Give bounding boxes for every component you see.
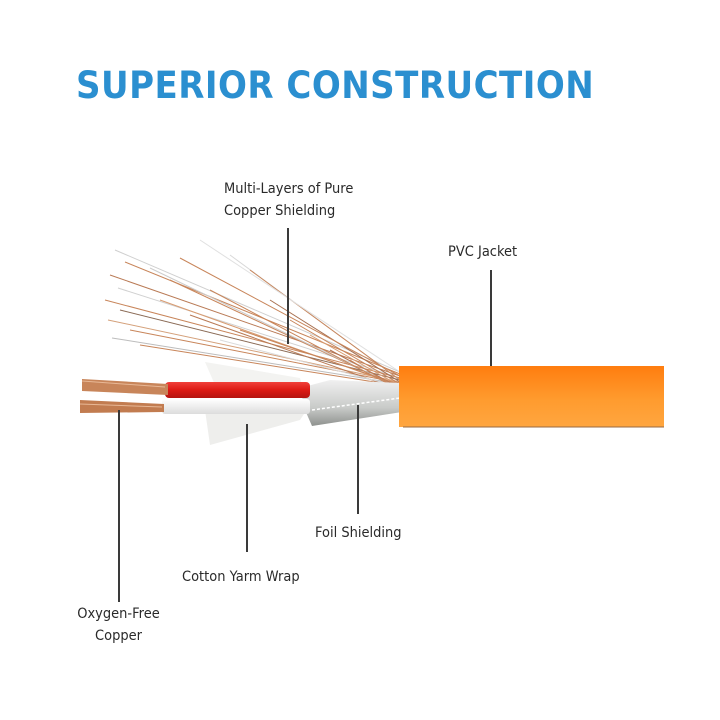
- pvc-jacket: [399, 366, 664, 427]
- leader-line-pvc-jacket: [490, 270, 492, 366]
- label-copper-shielding-line2: Copper Shielding: [224, 203, 336, 219]
- page-title: SUPERIOR CONSTRUCTION: [76, 64, 595, 107]
- label-oxygen-free-copper-line2: Copper: [95, 628, 142, 644]
- leader-line-cotton-wrap: [246, 424, 248, 552]
- bare-copper-core-bottom: [80, 400, 164, 413]
- label-pvc-jacket: PVC Jacket: [448, 244, 518, 260]
- label-foil-shielding: Foil Shielding: [315, 525, 402, 541]
- copper-braid-strands: [104, 239, 401, 391]
- red-insulated-conductor: [165, 382, 310, 398]
- white-insulated-conductor: [162, 399, 310, 414]
- label-oxygen-free-copper: Oxygen-Free Copper: [72, 603, 165, 647]
- inner-conductors: [79, 379, 310, 414]
- label-copper-shielding: Multi-Layers of Pure Copper Shielding: [224, 178, 353, 222]
- label-cotton-wrap: Cotton Yarm Wrap: [182, 569, 300, 585]
- leader-line-oxygen-free-copper: [118, 410, 120, 602]
- label-oxygen-free-copper-line1: Oxygen-Free: [77, 606, 160, 622]
- bare-copper-core-top: [82, 379, 168, 395]
- foil-shielding: [300, 380, 402, 426]
- label-copper-shielding-line1: Multi-Layers of Pure: [224, 181, 354, 197]
- leader-line-foil-shielding: [357, 405, 359, 514]
- leader-line-copper-shielding: [287, 228, 289, 344]
